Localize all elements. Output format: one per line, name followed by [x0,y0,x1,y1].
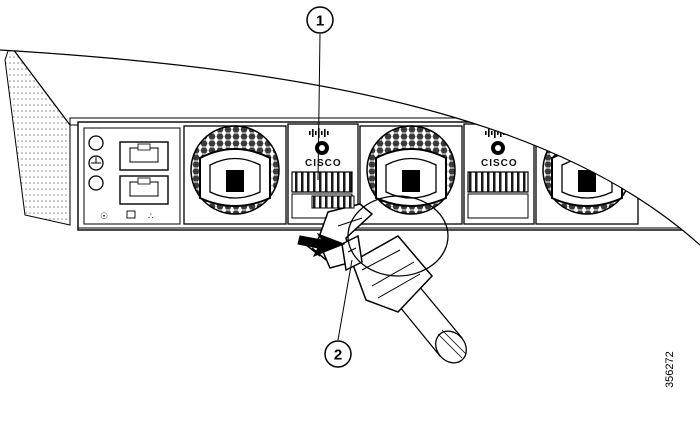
switch-chassis: ☉ ∴ CISCO [4,50,699,231]
fan-module-3 [535,125,639,225]
console-panel: ☉ ∴ [83,127,181,225]
led-2 [88,175,104,191]
cisco-logo-text-2: CISCO [481,158,518,169]
bottom-icon-1: ☉ [100,211,108,221]
callout-2: 2 [324,259,353,368]
bottom-icon-2 [126,210,136,219]
power-cable-assembly [311,195,467,364]
insertion-arrow [297,232,346,261]
led-1 [88,135,104,151]
cutaway-curve [0,49,700,246]
callout-1: 1 [306,6,334,181]
power-connector-slot-2 [467,171,529,193]
cisco-logo-text-1: CISCO [305,158,342,169]
fan-module-1 [183,125,287,225]
figure-id-label: 356272 [664,351,676,388]
callout-1-number: 1 [316,13,324,30]
fan-module-2 [359,125,463,225]
bottom-icon-3: ∴ [148,211,154,221]
callout-2-number: 2 [334,347,342,364]
power-supply-2: CISCO [463,123,535,225]
power-connector-slot-1 [291,171,353,193]
